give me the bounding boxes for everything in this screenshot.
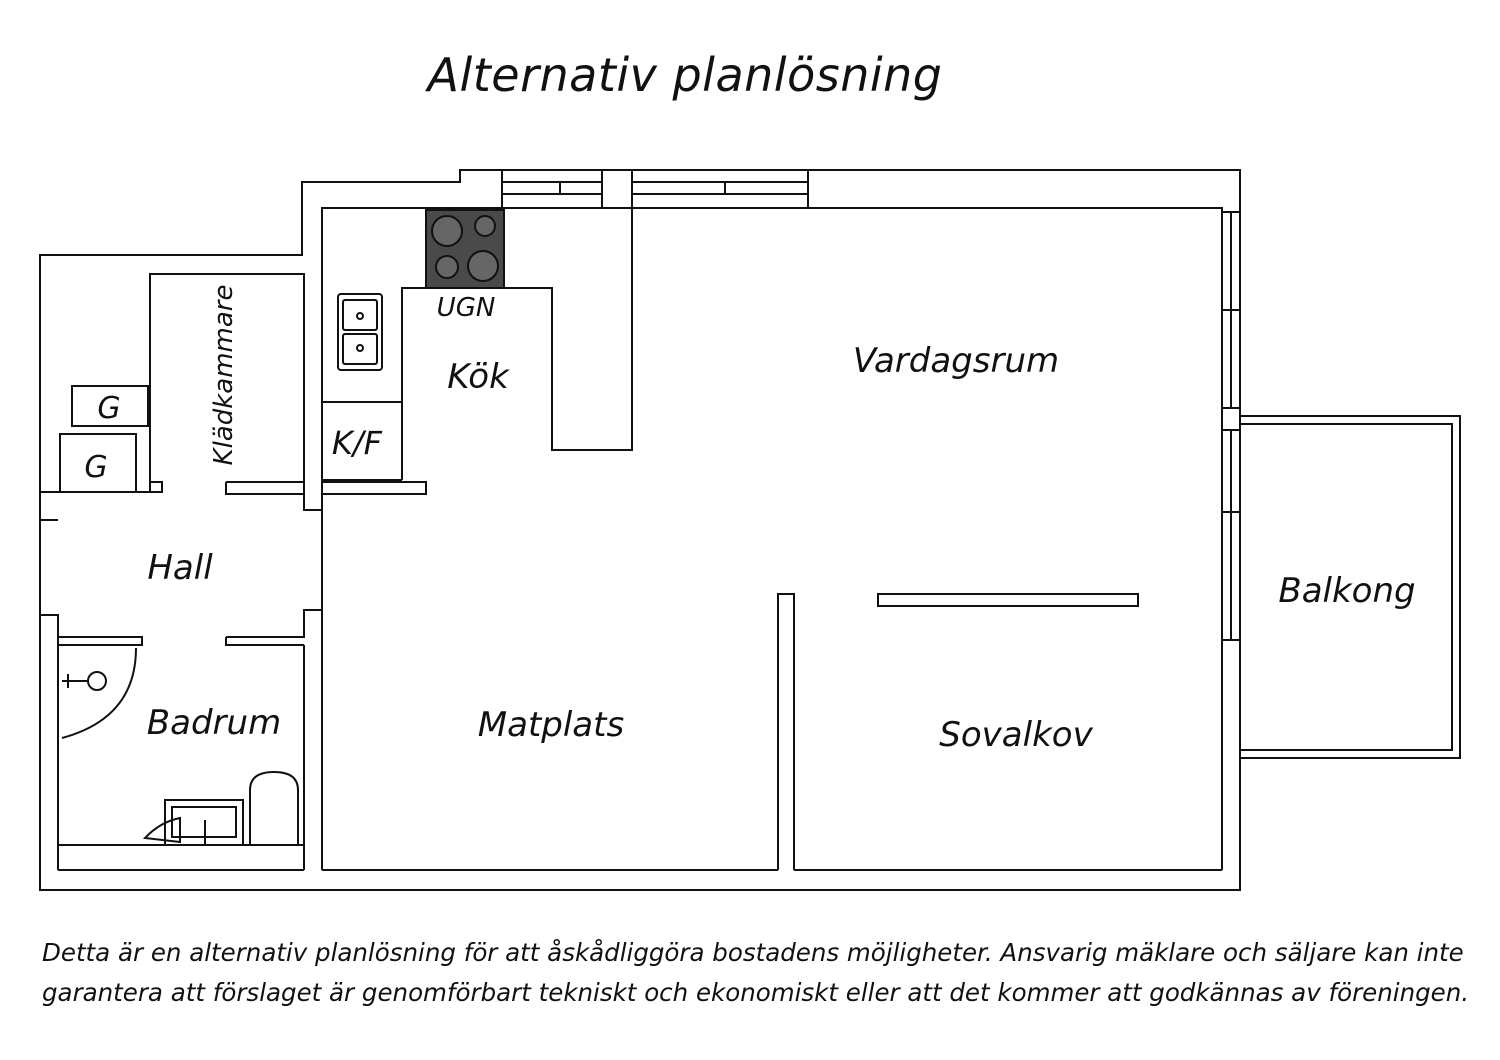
bathroom-wall bbox=[40, 614, 143, 646]
label-kok: Kök bbox=[447, 357, 510, 397]
window-top-2 bbox=[631, 169, 809, 209]
label-ugn: UGN bbox=[437, 293, 496, 323]
window-right bbox=[1221, 211, 1241, 641]
label-vardagsrum: Vardagsrum bbox=[853, 341, 1059, 381]
label-badrum: Badrum bbox=[147, 703, 281, 743]
label-kf: K/F bbox=[332, 424, 383, 462]
label-g1: G bbox=[97, 391, 120, 426]
balcony bbox=[1240, 415, 1461, 759]
cabinet-g1 bbox=[71, 385, 149, 427]
kitchen-counter bbox=[401, 208, 633, 480]
partition-matplats bbox=[777, 593, 795, 870]
inner-wall-left bbox=[40, 519, 59, 870]
plan-title: Alternativ planlösning bbox=[427, 48, 943, 102]
label-hall: Hall bbox=[147, 548, 213, 588]
wall-stub-kitchen bbox=[322, 481, 427, 495]
label-sovalkov: Sovalkov bbox=[939, 715, 1093, 755]
disclaimer-line-2: garantera att förslaget är genomförbart … bbox=[42, 978, 1470, 1007]
shower-curve bbox=[61, 647, 137, 739]
kitchen-sink bbox=[337, 293, 383, 371]
disclaimer-line-1: Detta är en alternativ planlösning för a… bbox=[42, 938, 1464, 967]
toilet bbox=[249, 770, 299, 845]
label-balkong: Balkong bbox=[1278, 571, 1415, 611]
partition-wardrobe bbox=[877, 593, 1139, 607]
wall-closet bbox=[149, 273, 322, 511]
outer-wall bbox=[39, 169, 1241, 891]
window-top-1 bbox=[501, 169, 603, 209]
hob-icon bbox=[425, 209, 505, 289]
label-matplats: Matplats bbox=[478, 705, 624, 745]
label-g2: G bbox=[84, 450, 107, 485]
label-kladkammare: Klädkammare bbox=[209, 285, 239, 466]
